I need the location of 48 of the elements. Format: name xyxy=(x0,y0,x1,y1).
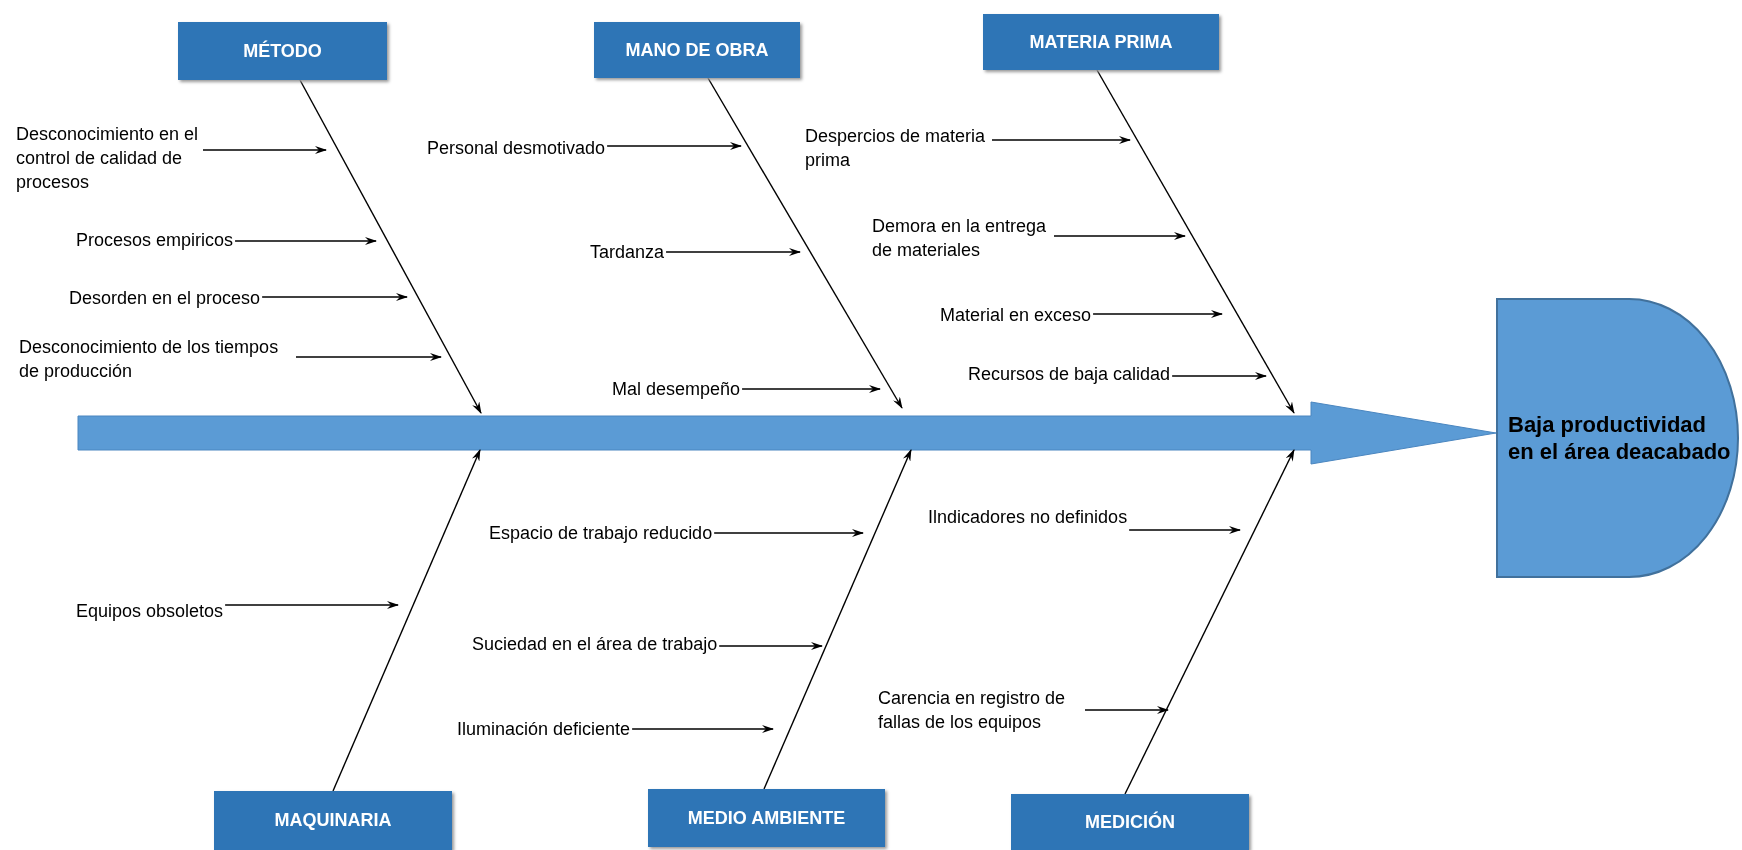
category-box: MEDIO AMBIENTE xyxy=(648,789,885,847)
cause-text: Carencia en registro de fallas de los equipos xyxy=(878,686,1083,734)
arrow xyxy=(631,725,774,733)
arrow xyxy=(713,529,864,537)
arrow xyxy=(1084,706,1169,714)
cause-text: Desorden en el proceso xyxy=(69,286,261,310)
cause-text: Desconocimiento de los tiempos de producción xyxy=(19,335,294,383)
cause-text: Espacio de trabajo reducido xyxy=(489,521,713,545)
arrow xyxy=(718,642,823,650)
cause-text: Procesos empiricos xyxy=(76,228,234,252)
problem-text: Baja productividad en el área deacabado xyxy=(1508,411,1732,465)
arrow xyxy=(295,353,442,361)
arrow xyxy=(606,142,742,150)
category-box: MAQUINARIA xyxy=(214,791,452,850)
cause-text: Ilndicadores no definidos xyxy=(928,505,1128,529)
cause-text: Suciedad en el área de trabajo xyxy=(472,632,718,656)
cause-text: Personal desmotivado xyxy=(427,136,606,160)
category-box: MANO DE OBRA xyxy=(594,22,800,78)
arrow xyxy=(741,385,881,393)
arrow xyxy=(665,248,801,256)
arrow xyxy=(1128,526,1241,534)
cause-text: Mal desempeño xyxy=(612,377,741,401)
arrow xyxy=(991,136,1131,144)
category-box: MATERIA PRIMA xyxy=(983,14,1219,70)
arrow xyxy=(224,601,399,609)
arrow xyxy=(234,237,377,245)
cause-text: Despercios de materia prima xyxy=(805,124,990,172)
cause-text: Tardanza xyxy=(590,240,665,264)
bone-arrow xyxy=(707,77,903,409)
cause-text: Material en exceso xyxy=(940,303,1092,327)
bone-arrow xyxy=(299,79,482,414)
category-box: MÉTODO xyxy=(178,22,387,80)
cause-text: Equipos obsoletos xyxy=(76,599,224,623)
arrow xyxy=(202,146,327,154)
arrow xyxy=(261,293,408,301)
bone-arrow xyxy=(1096,69,1295,414)
bone-arrow xyxy=(1124,449,1295,795)
arrow xyxy=(1092,310,1223,318)
arrow xyxy=(1171,372,1267,380)
bone-arrow xyxy=(332,449,481,792)
cause-text: Desconocimiento en el control de calidad de procesos xyxy=(16,122,201,194)
cause-text: Demora en la entrega de materiales xyxy=(872,214,1052,262)
cause-text: Iluminación deficiente xyxy=(457,717,631,741)
category-box: MEDICIÓN xyxy=(1011,794,1249,850)
arrow xyxy=(1053,232,1186,240)
cause-text: Recursos de baja calidad xyxy=(968,362,1171,386)
spine-arrow xyxy=(77,401,1497,465)
bone-arrow xyxy=(763,449,912,790)
